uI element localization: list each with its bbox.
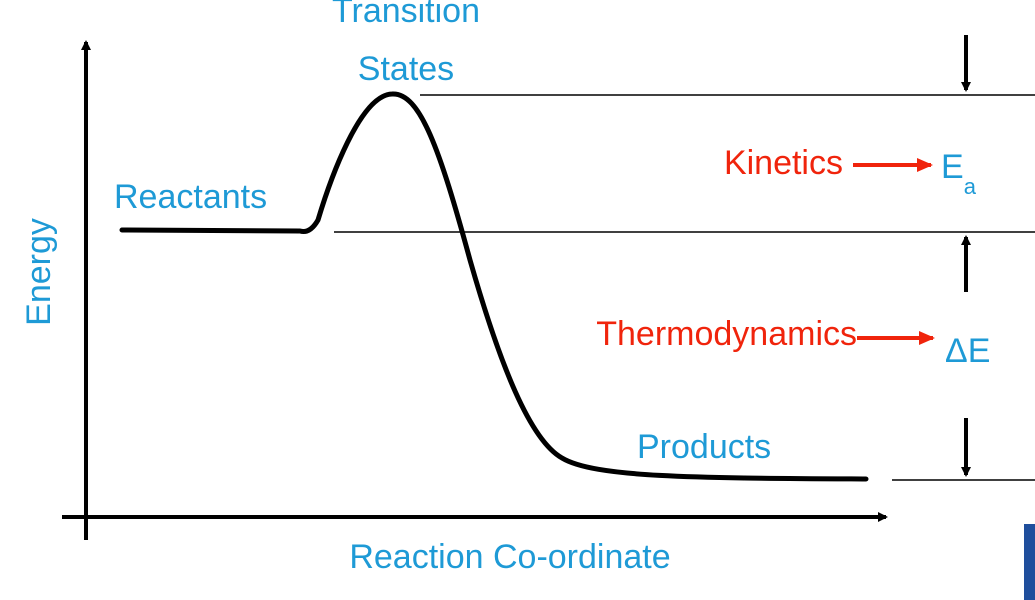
delta-e-symbol: ΔE [945,332,990,370]
y-axis-label: Energy [20,218,58,326]
corner-accent [1024,524,1035,600]
transition-states-label-line1: Transition [332,0,480,30]
energy-curve [119,91,869,482]
thermodynamics-label: Thermodynamics [596,315,857,353]
reactants-label: Reactants [114,178,267,216]
ea-main: E [941,148,964,186]
products-label: Products [637,428,771,466]
activation-energy-symbol: Ea [941,148,977,199]
x-axis-label: Reaction Co-ordinate [349,538,670,576]
ea-subscript: a [964,174,977,199]
transition-states-label-line2: States [358,50,454,88]
kinetics-label: Kinetics [724,144,843,182]
